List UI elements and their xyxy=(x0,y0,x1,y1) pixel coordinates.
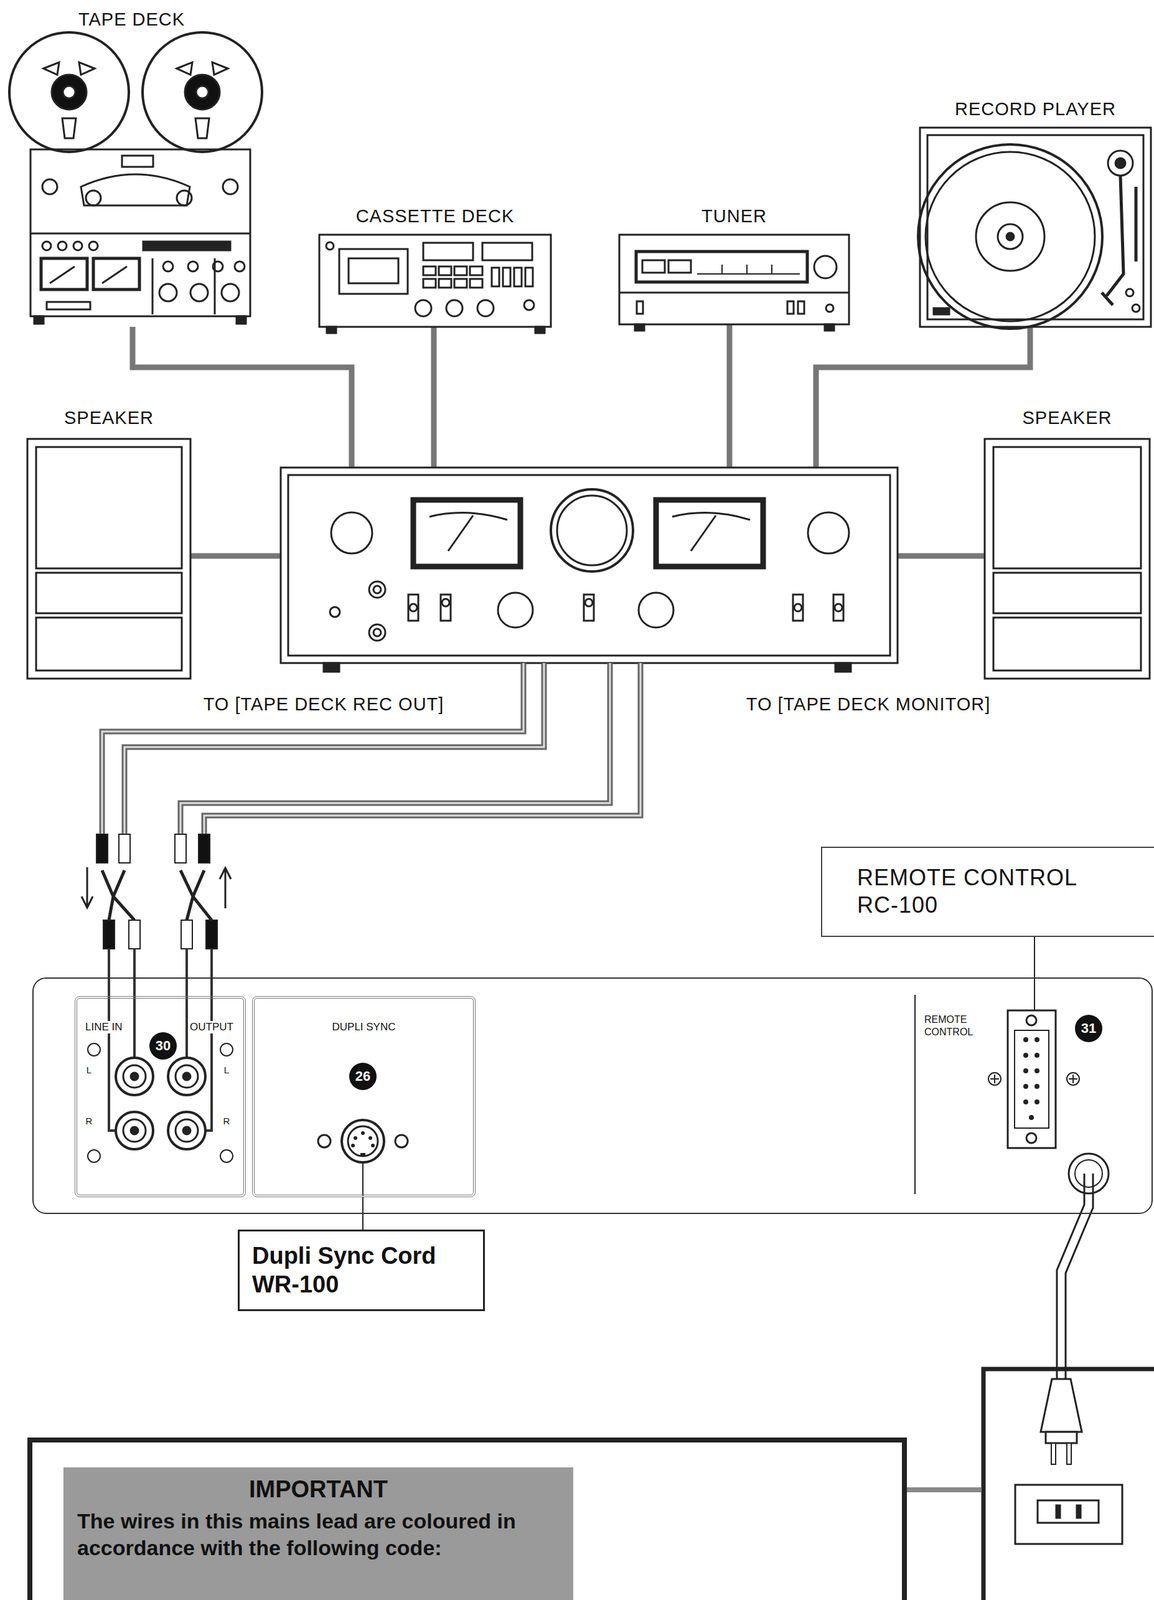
rca-cable xyxy=(81,662,641,1131)
speaker-drawing xyxy=(27,438,1150,679)
node-label: DUPLI SYNC xyxy=(329,1020,398,1034)
channel-label: R xyxy=(223,1115,231,1126)
tuner-drawing xyxy=(619,234,850,331)
connection-note: TO [TAPE DECK MONITOR] xyxy=(743,694,994,715)
channel-label: L xyxy=(224,1064,230,1075)
signal-arrow xyxy=(81,867,93,908)
node-label: TAPE DECK xyxy=(74,8,189,30)
mains-plug xyxy=(1040,1173,1094,1464)
channel-label: L xyxy=(86,1064,92,1075)
tape-deck: TAPE DECK xyxy=(8,8,256,327)
callout-number: 31 xyxy=(1081,1020,1097,1037)
node-label: Dupli Sync Cord WR-100 xyxy=(252,1241,467,1299)
tuner: TUNER xyxy=(619,205,850,325)
notice-box: IMPORTANT The wires in this mains lead ar… xyxy=(63,1467,574,1600)
dupli-panel: DUPLI SYNC xyxy=(252,995,476,1197)
tape-deck-drawing xyxy=(9,32,263,324)
node-label: LINE IN xyxy=(83,1020,125,1034)
cassette-deck-drawing xyxy=(319,234,551,334)
connection-note: TO [TAPE DECK REC OUT] xyxy=(201,694,447,715)
cord-box: Dupli Sync Cord WR-100 xyxy=(237,1229,485,1311)
speaker: SPEAKER xyxy=(27,407,191,679)
node-label: IMPORTANT xyxy=(77,1475,560,1503)
rear-panel: REMOTE CONTROL LINE IN OUTPUT DUPLI SYNC xyxy=(32,977,1153,1214)
notice-frame xyxy=(29,1439,905,1600)
node-label: CASSETTE DECK xyxy=(352,205,519,227)
node-label: SPEAKER xyxy=(60,407,158,429)
node-label: REMOTE CONTROL xyxy=(924,1013,993,1039)
node-label: RECORD PLAYER xyxy=(951,98,1120,120)
cassette-deck: CASSETTE DECK xyxy=(319,205,551,327)
jack-panel: LINE IN OUTPUT xyxy=(74,995,246,1197)
channel-label: R xyxy=(85,1115,93,1126)
rear-panel-drawing xyxy=(87,977,1109,1196)
wall-socket xyxy=(905,1368,1154,1600)
node-body: OUTPUT xyxy=(187,1020,236,1034)
signal-arrow xyxy=(219,867,231,909)
speaker: SPEAKER xyxy=(984,407,1150,679)
callout-number: 30 xyxy=(155,1037,171,1054)
connector-line xyxy=(1033,936,1036,978)
node-body: The wires in this mains lead are coloure… xyxy=(77,1507,560,1562)
record-player: RECORD PLAYER xyxy=(919,98,1151,327)
node-label: TUNER xyxy=(697,205,771,227)
amplifier-drawing xyxy=(280,467,898,672)
callout-number: 26 xyxy=(355,1068,371,1085)
node-label: SPEAKER xyxy=(1018,407,1117,429)
node-label: REMOTE CONTROL RC-100 xyxy=(857,863,1094,919)
record-player-drawing xyxy=(918,127,1151,329)
remote-box: REMOTE CONTROL RC-100 xyxy=(820,846,1154,937)
